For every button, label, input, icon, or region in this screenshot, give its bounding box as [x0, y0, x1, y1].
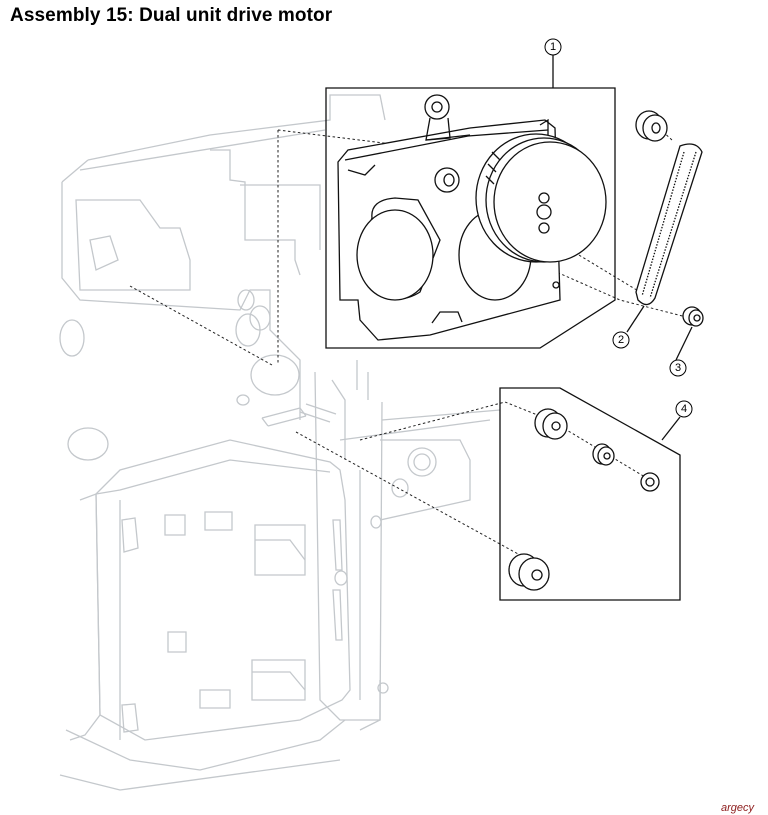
callout-4: 4: [675, 400, 693, 418]
callout-4-label: 4: [681, 403, 687, 415]
part-2-drive-belt: [635, 143, 703, 306]
part-1-motor-assembly: [325, 87, 616, 349]
callout-1: 1: [544, 38, 562, 56]
leader-lines: [552, 55, 693, 441]
belt-gear: [635, 110, 668, 142]
callout-2-label: 2: [618, 334, 624, 346]
callout-3-label: 3: [675, 362, 681, 374]
watermark: argecy: [720, 802, 754, 814]
callout-2: 2: [612, 331, 630, 349]
callout-3: 3: [669, 359, 687, 377]
printer-frame-ghost: [59, 94, 501, 791]
part-3-pulley: [682, 306, 704, 327]
callout-1-label: 1: [550, 41, 556, 53]
part-4-gear-kit: [499, 387, 681, 601]
page-title: Assembly 15: Dual unit drive motor: [10, 5, 333, 26]
